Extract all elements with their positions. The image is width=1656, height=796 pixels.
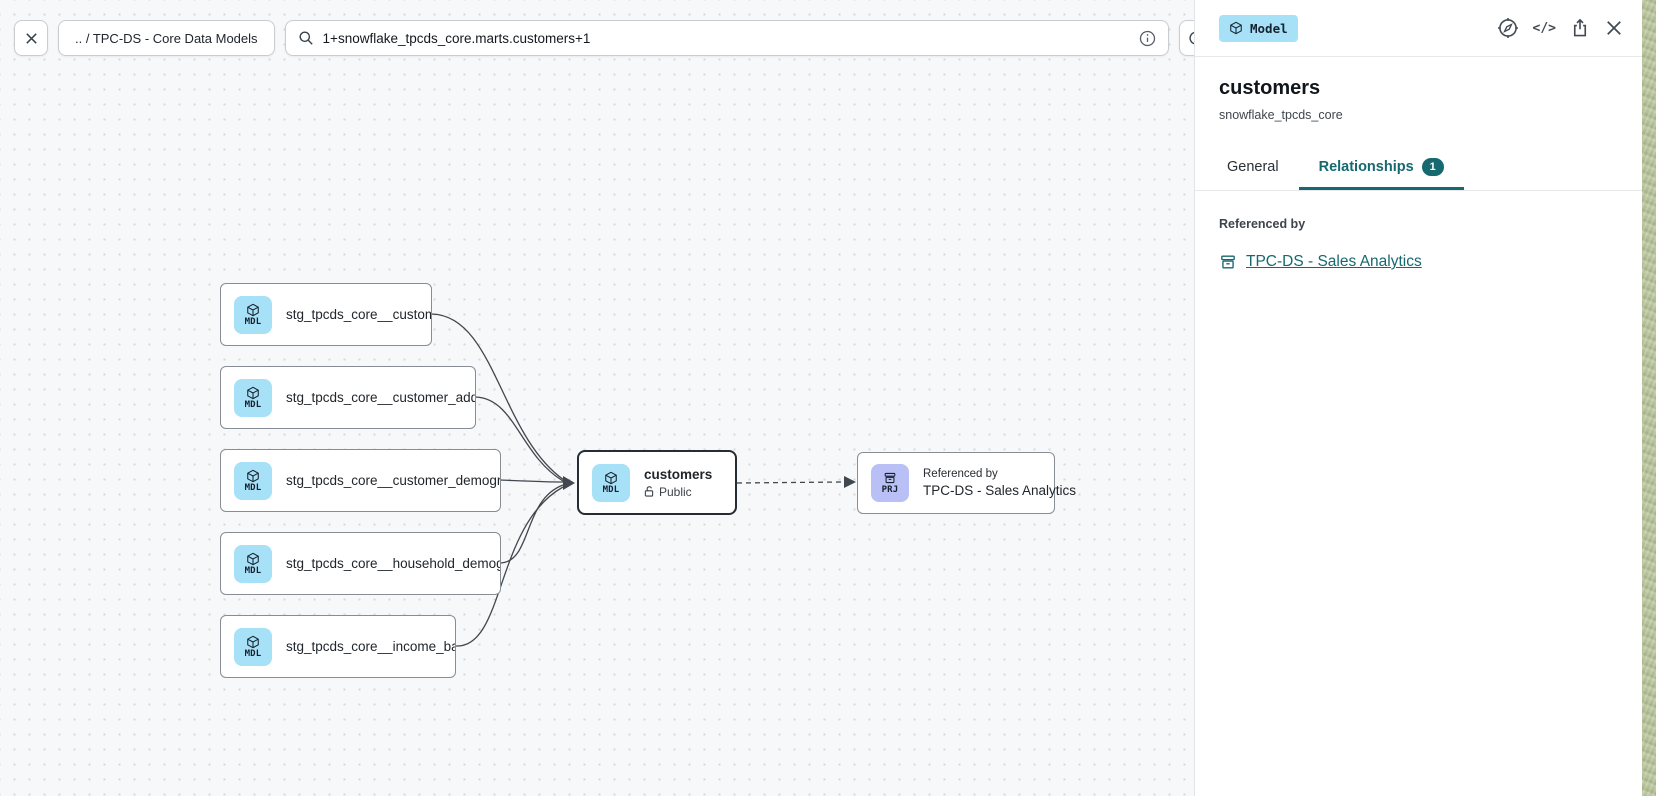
lineage-node-stg-household-demographics[interactable]: MDL stg_tpcds_core__household_demogr… <box>220 532 501 595</box>
node-label: customers <box>644 466 713 482</box>
lineage-node-stg-customer-address[interactable]: MDL stg_tpcds_core__customer_address <box>220 366 476 429</box>
lock-open-icon <box>644 486 654 497</box>
resource-type-label: Model <box>1250 20 1288 36</box>
model-node-icon: MDL <box>234 461 272 500</box>
node-badge-label: MDL <box>244 482 262 493</box>
cube-icon <box>247 552 259 565</box>
lineage-canvas[interactable]: MDL stg_tpcds_core__customer MDL stg_tpc… <box>0 0 1213 796</box>
node-label: stg_tpcds_core__customer_demogra… <box>286 473 500 488</box>
tab-general[interactable]: General <box>1207 146 1299 190</box>
project-node-icon: PRJ <box>871 464 909 502</box>
lineage-edges <box>431 313 856 647</box>
relationships-tab-content: Referenced by TPC-DS - Sales Analytics <box>1195 191 1642 271</box>
lineage-node-stg-customer[interactable]: MDL stg_tpcds_core__customer <box>220 283 432 346</box>
panel-actions: </> <box>1497 17 1624 39</box>
node-label: stg_tpcds_core__customer <box>286 307 431 322</box>
tab-general-label: General <box>1227 158 1279 175</box>
details-panel: Model </> customers snowflake_tpcds_core <box>1194 0 1642 796</box>
lineage-node-referenced-project[interactable]: PRJ Referenced by TPC-DS - Sales Analyti… <box>857 452 1076 514</box>
desktop-wallpaper-edge <box>1642 0 1656 796</box>
relationships-count-badge: 1 <box>1421 157 1444 176</box>
project-archive-icon <box>1219 253 1237 271</box>
model-node-icon: MDL <box>234 295 272 334</box>
cube-icon <box>1230 21 1242 35</box>
lineage-node-stg-customer-demographics[interactable]: MDL stg_tpcds_core__customer_demogra… <box>220 449 501 512</box>
model-node-icon: MDL <box>234 544 272 583</box>
node-badge-label: MDL <box>244 565 262 576</box>
details-panel-header: Model </> <box>1195 0 1642 57</box>
node-badge-label: MDL <box>244 399 262 410</box>
lineage-selector-input[interactable] <box>322 30 1130 46</box>
project-archive-icon <box>884 472 896 484</box>
lineage-search-bar <box>284 20 1169 56</box>
node-visibility-label: Public <box>659 484 692 499</box>
code-icon[interactable]: </> <box>1532 20 1556 36</box>
lineage-node-customers-selected[interactable]: MDL customers Public <box>577 450 737 515</box>
model-node-icon: MDL <box>592 463 630 502</box>
search-icon <box>298 30 314 46</box>
cube-icon <box>247 386 259 399</box>
cube-icon <box>247 303 259 316</box>
resource-type-badge: Model <box>1219 14 1298 42</box>
node-label: stg_tpcds_core__customer_address <box>286 390 475 405</box>
breadcrumb[interactable]: .. / TPC-DS - Core Data Models <box>58 20 275 56</box>
lineage-node-stg-income-band[interactable]: MDL stg_tpcds_core__income_band <box>220 615 456 678</box>
cube-icon <box>247 635 259 648</box>
referenced-by-link[interactable]: TPC-DS - Sales Analytics <box>1246 253 1422 270</box>
close-lineage-button[interactable] <box>14 20 48 56</box>
node-label: stg_tpcds_core__income_band <box>286 639 455 654</box>
node-badge-label: MDL <box>244 648 262 659</box>
page-title: customers <box>1219 77 1321 99</box>
share-icon[interactable] <box>1570 18 1590 38</box>
panel-tabs: General Relationships 1 <box>1195 146 1642 191</box>
node-kicker: Referenced by <box>923 468 998 480</box>
info-icon[interactable] <box>1139 30 1156 47</box>
cube-icon <box>605 471 617 484</box>
node-badge-label: MDL <box>244 316 262 327</box>
tab-relationships-label: Relationships <box>1318 158 1414 175</box>
node-label: TPC-DS - Sales Analytics <box>923 483 1077 498</box>
close-icon <box>24 31 39 46</box>
close-panel-icon[interactable] <box>1604 18 1624 38</box>
cube-icon <box>247 469 259 482</box>
node-label: stg_tpcds_core__household_demogr… <box>286 556 500 571</box>
lineage-toolbar: .. / TPC-DS - Core Data Models <box>14 20 1213 56</box>
tab-relationships[interactable]: Relationships 1 <box>1298 146 1464 190</box>
model-node-icon: MDL <box>234 378 272 417</box>
referenced-by-item: TPC-DS - Sales Analytics <box>1219 253 1618 271</box>
compass-icon[interactable] <box>1497 17 1519 39</box>
project-subtitle: snowflake_tpcds_core <box>1219 108 1343 122</box>
node-badge-label: PRJ <box>881 485 899 495</box>
node-badge-label: MDL <box>602 484 620 495</box>
model-node-icon: MDL <box>234 627 272 666</box>
referenced-by-heading: Referenced by <box>1219 217 1306 231</box>
